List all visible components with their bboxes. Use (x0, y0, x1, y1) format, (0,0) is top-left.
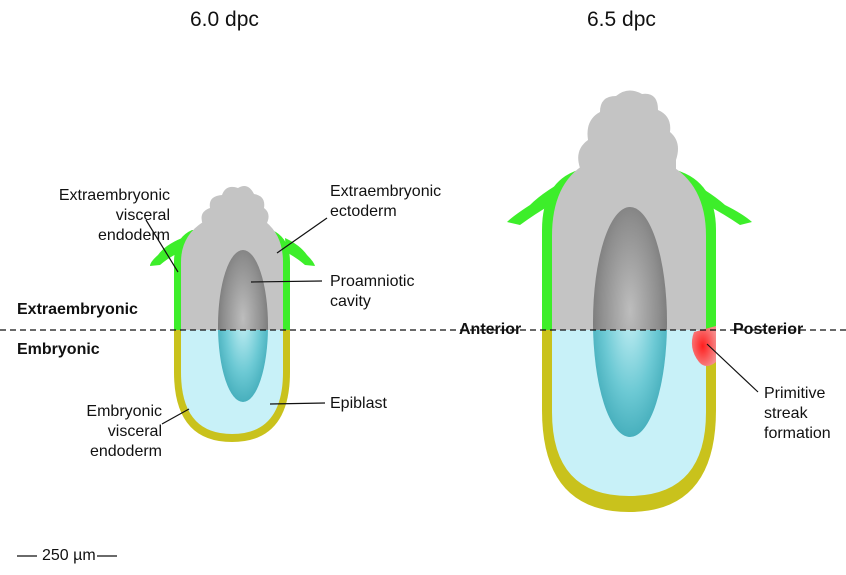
region-label-extraembryonic: Extraembryonic (17, 300, 138, 320)
region-label-embryonic: Embryonic (17, 340, 100, 360)
label-proamniotic-line1: Proamniotic (330, 272, 414, 292)
label-exec-line1: Extraembryonic (330, 182, 441, 202)
label-emve-line2: visceral (86, 422, 162, 442)
axis-label-anterior: Anterior (459, 320, 521, 340)
label-emve-line1: Embryonic (86, 402, 162, 422)
label-exve-line2: visceral (59, 206, 170, 226)
label-proamniotic-cavity: Proamniotic cavity (330, 272, 414, 312)
label-exve-line3: endoderm (59, 226, 170, 246)
label-epiblast: Epiblast (330, 394, 387, 414)
label-exec-line2: ectoderm (330, 202, 441, 222)
label-extraembryonic-visceral-endoderm: Extraembryonic visceral endoderm (59, 186, 170, 246)
axis-label-posterior: Posterior (733, 320, 803, 340)
label-streak-line2: streak (764, 404, 831, 424)
stage-title-6-5: 6.5 dpc (587, 8, 656, 32)
ectoderm-cap-large (578, 90, 678, 172)
scale-bar-label: 250 µm (42, 546, 96, 566)
label-embryonic-visceral-endoderm: Embryonic visceral endoderm (86, 402, 162, 462)
label-emve-line3: endoderm (86, 442, 162, 462)
leader-exec (277, 218, 327, 253)
label-primitive-streak-formation: Primitive streak formation (764, 384, 831, 444)
ectoderm-cap-small (202, 186, 269, 225)
label-exve-line1: Extraembryonic (59, 186, 170, 206)
stage-title-6-0: 6.0 dpc (190, 8, 259, 32)
label-extraembryonic-ectoderm: Extraembryonic ectoderm (330, 182, 441, 222)
embryo-6-5-dpc (507, 90, 752, 512)
label-streak-line1: Primitive (764, 384, 831, 404)
label-proamniotic-line2: cavity (330, 292, 414, 312)
label-streak-line3: formation (764, 424, 831, 444)
